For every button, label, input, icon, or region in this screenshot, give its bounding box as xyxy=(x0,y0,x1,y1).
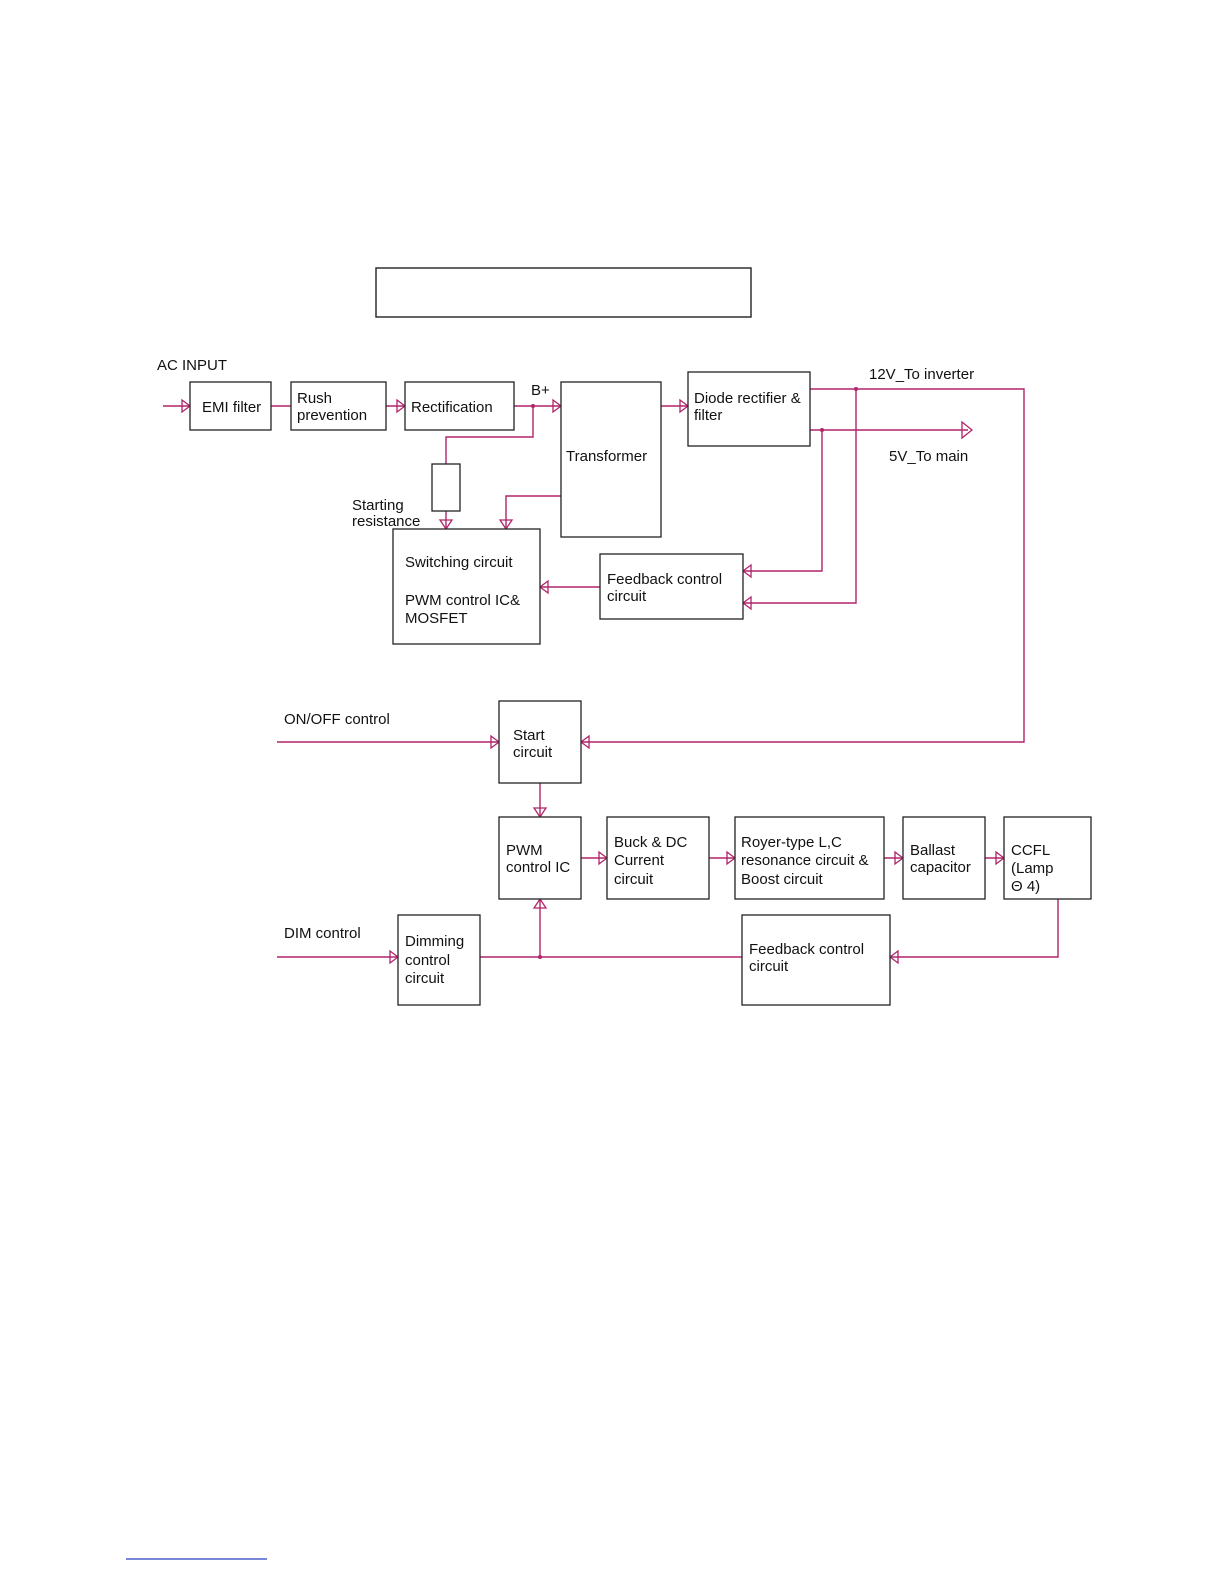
svg-text:Diode rectifier &: Diode rectifier & xyxy=(694,390,801,407)
block-buck-dc-current: Buck & DC Current circuit xyxy=(606,816,710,900)
block-feedback-control-2: Feedback control circuit xyxy=(741,914,891,1006)
svg-text:prevention: prevention xyxy=(297,407,367,424)
svg-text:capacitor: capacitor xyxy=(910,859,971,876)
svg-text:Rectification: Rectification xyxy=(411,399,493,416)
block-switching-circuit: Switching circuit PWM control IC& MOSFET xyxy=(392,528,541,645)
svg-text:MOSFET: MOSFET xyxy=(405,610,468,627)
svg-text:Ballast: Ballast xyxy=(910,842,956,859)
svg-text:Boost circuit: Boost circuit xyxy=(741,871,824,888)
svg-text:control: control xyxy=(405,952,450,969)
svg-text:Θ 4): Θ 4) xyxy=(1011,878,1040,895)
label-starting-resistance: Starting resistance xyxy=(352,497,420,530)
label-dim-control: DIM control xyxy=(284,925,361,942)
svg-text:Buck & DC: Buck & DC xyxy=(614,834,688,851)
svg-text:PWM control IC&: PWM control IC& xyxy=(405,592,520,609)
svg-text:Transformer: Transformer xyxy=(566,448,647,465)
svg-text:filter: filter xyxy=(694,407,722,424)
svg-text:circuit: circuit xyxy=(405,970,445,987)
svg-text:Current: Current xyxy=(614,852,665,869)
svg-text:circuit: circuit xyxy=(749,958,789,975)
block-pwm-control-ic: PWM control IC xyxy=(498,816,582,900)
block-diode-rectifier: Diode rectifier & filter xyxy=(687,371,811,447)
block-start-circuit: Start circuit xyxy=(498,700,582,784)
svg-text:resonance circuit &: resonance circuit & xyxy=(741,852,869,869)
wires xyxy=(163,388,1059,958)
svg-text:circuit: circuit xyxy=(614,871,654,888)
title-box xyxy=(375,267,752,318)
svg-text:Rush: Rush xyxy=(297,390,332,407)
label-ac-input: AC INPUT xyxy=(157,357,227,374)
block-ccfl-lamp: CCFL (Lamp Θ 4) xyxy=(1003,816,1092,900)
label-on-off-control: ON/OFF control xyxy=(284,711,390,728)
label-5v-to-main: 5V_To main xyxy=(889,448,968,465)
block-royer-resonance: Royer-type L,C resonance circuit & Boost… xyxy=(734,816,885,900)
block-rectification: Rectification xyxy=(404,381,515,431)
label-b-plus: B+ xyxy=(531,382,550,399)
block-transformer: Transformer xyxy=(560,381,662,538)
starting-resistor xyxy=(431,463,461,512)
block-label: EMI filter xyxy=(202,399,261,416)
svg-text:circuit: circuit xyxy=(607,588,647,605)
block-ballast-capacitor: Ballast capacitor xyxy=(902,816,986,900)
svg-text:Start: Start xyxy=(513,727,546,744)
junctions xyxy=(531,387,858,959)
arrowheads xyxy=(181,398,1006,965)
label-12v-to-inverter: 12V_To inverter xyxy=(869,366,974,383)
svg-text:CCFL: CCFL xyxy=(1011,842,1050,859)
svg-text:(Lamp: (Lamp xyxy=(1011,860,1054,877)
block-rush-prevention: Rush prevention xyxy=(290,381,387,431)
svg-text:Feedback control: Feedback control xyxy=(607,571,722,588)
svg-text:Switching circuit: Switching circuit xyxy=(405,554,513,571)
svg-text:control IC: control IC xyxy=(506,859,570,876)
block-emi-filter: EMI filter xyxy=(189,381,272,431)
svg-text:PWM: PWM xyxy=(506,842,543,859)
svg-text:Dimming: Dimming xyxy=(405,933,464,950)
svg-text:Royer-type L,C: Royer-type L,C xyxy=(741,834,842,851)
svg-text:Feedback control: Feedback control xyxy=(749,941,864,958)
block-feedback-control-1: Feedback control circuit xyxy=(599,553,744,620)
block-dimming-control: Dimming control circuit xyxy=(397,914,481,1006)
svg-text:circuit: circuit xyxy=(513,744,553,761)
